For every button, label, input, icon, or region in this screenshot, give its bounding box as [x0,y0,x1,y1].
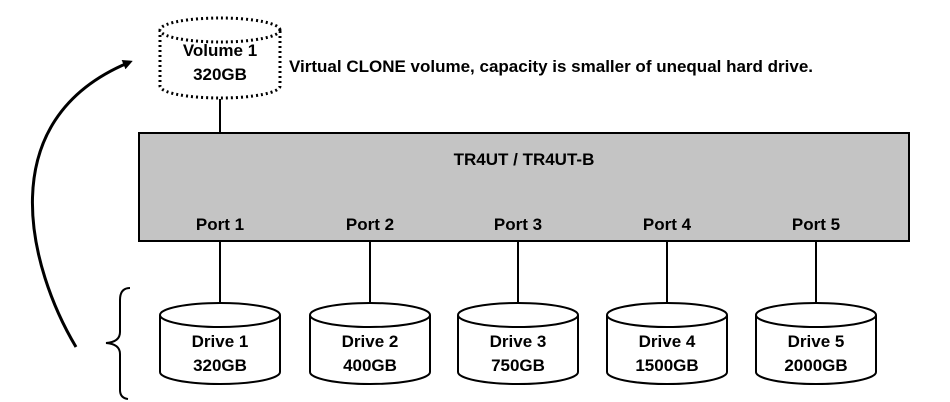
port-label-4: Port 4 [643,215,692,234]
drive-2: Drive 2 400GB [309,302,431,385]
drive-2-capacity: 400GB [343,356,397,375]
volume-capacity: 320GB [193,65,247,84]
port-label-3: Port 3 [494,215,542,234]
clone-arrow [31,60,133,348]
drive-2-name: Drive 2 [342,332,399,351]
device-body [138,132,910,242]
port-labels: Port 1 Port 2 Port 3 Port 4 Port 5 [196,215,840,234]
drive-1: Drive 1 320GB [159,302,281,385]
drive-4-capacity: 1500GB [635,356,698,375]
volume-cylinder: Volume 1 320GB [158,16,282,100]
volume-name: Volume 1 [183,41,257,60]
drive-4-name: Drive 4 [639,332,696,351]
drive-3: Drive 3 750GB [457,302,579,385]
port-label-2: Port 2 [346,215,394,234]
port-label-1: Port 1 [196,215,244,234]
drive-5-name: Drive 5 [788,332,845,351]
drive-4: Drive 4 1500GB [606,302,728,385]
volume-description: Virtual CLONE volume, capacity is smalle… [289,57,813,76]
device-box: TR4UT / TR4UT-B [138,132,910,242]
drive-1-name: Drive 1 [192,332,249,351]
drives-brace [105,287,131,400]
port-connectors [219,241,817,303]
port-label-5: Port 5 [792,215,840,234]
drive-5-capacity: 2000GB [784,356,847,375]
drive-3-name: Drive 3 [490,332,547,351]
drive-3-capacity: 750GB [491,356,545,375]
drive-5: Drive 5 2000GB [755,302,877,385]
drive-1-capacity: 320GB [193,356,247,375]
device-title: TR4UT / TR4UT-B [454,150,595,169]
